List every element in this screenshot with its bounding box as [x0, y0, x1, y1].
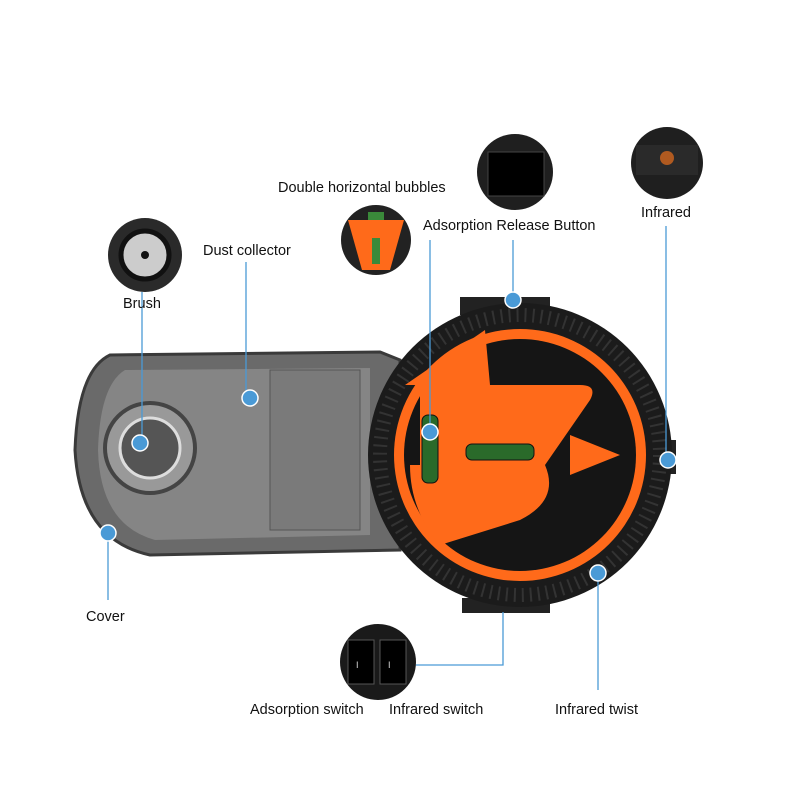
label-double-horizontal-bubbles: Double horizontal bubbles [278, 180, 446, 196]
inset-infrared [631, 127, 703, 199]
label-adsorption-release-button: Adsorption Release Button [423, 218, 596, 234]
inset-release-button [477, 134, 553, 210]
label-infrared-switch: Infrared switch [389, 702, 484, 718]
laser-unit [368, 297, 676, 613]
leader-lines [107, 226, 667, 690]
label-brush: Brush [123, 296, 161, 312]
inset-bubbles [341, 205, 411, 275]
dust-collector-body [73, 350, 402, 557]
label-cover: Cover [86, 609, 125, 625]
svg-text:I: I [388, 660, 391, 670]
svg-text:I: I [356, 660, 359, 670]
horizontal-bubble [465, 443, 535, 461]
label-adsorption-switch: Adsorption switch [250, 702, 364, 718]
callout-dots [99, 291, 677, 582]
label-infrared: Infrared [641, 205, 691, 221]
label-dust-collector: Dust collector [203, 243, 291, 259]
inset-brush [108, 218, 182, 292]
label-infrared-twist: Infrared twist [555, 702, 638, 718]
